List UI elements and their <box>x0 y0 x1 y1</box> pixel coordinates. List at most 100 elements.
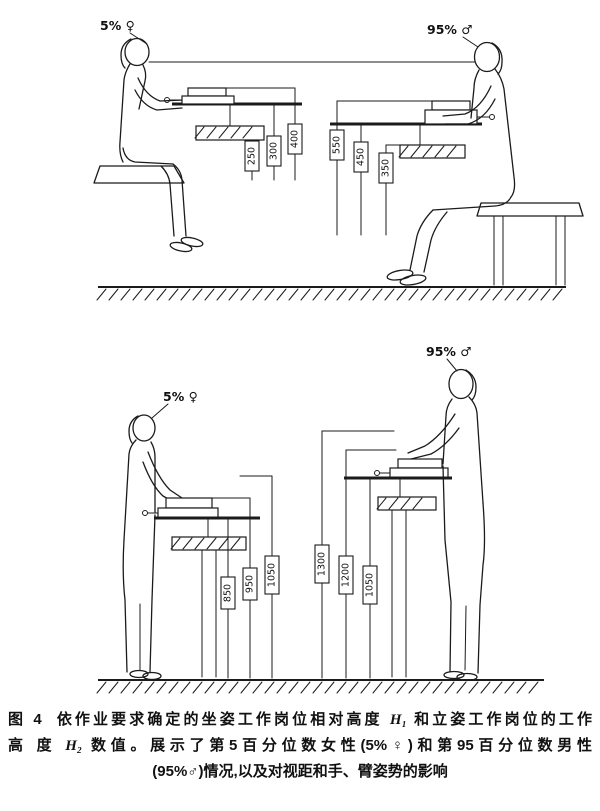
crank-knob <box>164 97 170 103</box>
dimension-box <box>242 567 258 601</box>
standing-ground <box>96 679 544 694</box>
seated-female-worktable <box>164 87 302 141</box>
crank-knob <box>374 470 380 476</box>
under-shelf <box>377 496 437 511</box>
dimension-value: 1300 <box>317 552 328 576</box>
dimension-value: 850 <box>223 584 234 602</box>
standing-female-percentile-label: 5% ♀ <box>163 389 198 404</box>
dimension-box <box>362 565 378 605</box>
back-leg-line <box>122 539 128 673</box>
seated-male-dimensions: 550 450 350 <box>329 100 433 236</box>
standing-workstations-panel: 5% ♀ 95% ♂ <box>96 344 544 694</box>
ergonomics-figure-drawing: 5% ♀ 95% ♂ <box>93 18 584 694</box>
dimension-value: 1050 <box>365 573 376 597</box>
workpiece-upper <box>165 497 213 509</box>
standing-female-dimensions: 850 950 1050 <box>211 475 280 679</box>
standing-male-leader-line <box>446 358 458 372</box>
h2-symbol: H₂ <box>65 738 83 754</box>
shoe-back <box>399 274 427 286</box>
dimension-box <box>244 140 260 172</box>
seated-male-figure <box>386 41 584 286</box>
thigh-line <box>122 147 174 165</box>
front-outline <box>150 441 156 513</box>
under-shelf <box>195 125 265 141</box>
dimension-value: 950 <box>245 575 256 593</box>
figure-number: 图 4 <box>8 711 42 728</box>
dimension-value: 1050 <box>267 563 278 587</box>
seated-workstations-panel: 5% ♀ 95% ♂ <box>93 18 584 301</box>
dimension-value: 300 <box>269 142 280 160</box>
caption-text: 高 度 <box>8 737 66 754</box>
dimension-box <box>314 544 330 584</box>
standing-female-worktable <box>142 497 260 678</box>
dimension-box <box>338 555 354 595</box>
hair-outline <box>491 42 503 75</box>
dimension-value: 450 <box>356 148 367 166</box>
under-shelf-hatch <box>194 126 253 139</box>
chest-outline <box>470 69 480 119</box>
foot-back <box>129 669 149 679</box>
back-outline <box>119 63 131 163</box>
arm-upper-line <box>442 85 492 117</box>
seated-male-leader-line <box>462 36 479 48</box>
arm-lower-line <box>444 98 496 125</box>
pedestal-leg <box>391 509 407 678</box>
standing-male-worktable <box>344 458 452 678</box>
back-outline <box>494 68 516 198</box>
front-outline <box>442 398 453 465</box>
ground-hatch <box>96 288 563 301</box>
dimension-box <box>266 135 282 167</box>
hair-outline <box>120 38 132 69</box>
dimension-box <box>220 576 236 610</box>
inner-leg-line <box>464 605 467 671</box>
hair-outline <box>465 369 477 401</box>
head-outline <box>448 368 474 400</box>
caption-text: 和立姿工作岗位的工作 <box>406 711 593 728</box>
stool-seat <box>93 165 185 184</box>
foot-front <box>443 670 465 680</box>
dimension-value: 1200 <box>341 563 352 587</box>
arm-lower-line <box>142 461 178 505</box>
caption-line-2: 高 度 H₂ 数值。展示了第5百分位数女性(5%♀)和第95百分位数男性 <box>8 733 592 759</box>
lower-leg-front <box>409 209 434 271</box>
back-outline <box>123 439 137 541</box>
dimension-box <box>378 152 394 184</box>
workpiece-base <box>181 95 235 105</box>
back-outline <box>468 396 484 504</box>
caption-text: 数值。展示了第5百分位数女性(5%♀)和第95百分位数男性 <box>82 737 592 754</box>
pedestal-leg <box>201 549 217 678</box>
under-shelf-hatch <box>170 537 241 550</box>
thigh-line <box>432 196 512 211</box>
under-shelf-hatch <box>376 497 423 510</box>
arm-upper-line <box>147 451 183 499</box>
head-outline <box>132 414 156 442</box>
arm-upper-line <box>407 413 456 454</box>
under-shelf-hatch <box>398 145 457 158</box>
standing-male-percentile-label: 95% ♂ <box>426 344 471 359</box>
seated-female-dimensions: 250 300 400 <box>225 87 303 181</box>
front-leg-line <box>442 465 452 673</box>
head-outline <box>473 41 501 73</box>
arm-upper-line <box>137 77 185 102</box>
seated-female-percentile-label: 5% ♀ <box>100 18 135 33</box>
dimension-box <box>287 123 303 155</box>
caption-text: (95%♂)情况,以及对视距和手、臂姿势的影响 <box>152 763 448 780</box>
seated-ground <box>96 286 566 301</box>
dimension-box <box>353 141 369 173</box>
lower-leg-back <box>423 211 448 273</box>
dimension-box <box>264 555 280 595</box>
chest-outline <box>138 64 147 110</box>
crank-knob <box>142 510 148 516</box>
shoe-front <box>386 269 414 281</box>
seated-male-percentile-label: 95% ♂ <box>427 22 472 37</box>
dimension-value: 550 <box>332 136 343 154</box>
head-outline <box>124 37 150 67</box>
caption-text: 依作业要求确定的坐姿工作岗位相对高度 <box>53 711 390 728</box>
standing-female-figure <box>122 414 183 681</box>
slipper-back <box>169 241 193 253</box>
dimension-value: 350 <box>381 159 392 177</box>
arm-lower-line <box>134 89 183 111</box>
workpiece-upper <box>431 100 471 111</box>
crank-knob <box>489 114 495 120</box>
